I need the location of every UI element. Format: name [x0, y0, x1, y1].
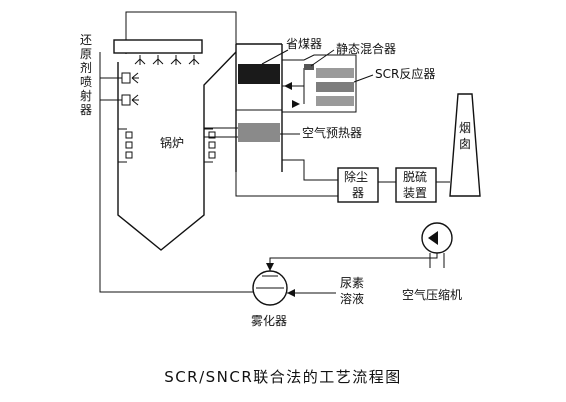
svg-text:尿素: 尿素	[340, 276, 364, 290]
scr-catalyst-layer-3	[316, 96, 354, 106]
dust-collector-box	[337, 167, 379, 203]
reductant-pipe	[99, 11, 268, 293]
desulfurization-label: 脱硫 装置	[403, 169, 427, 200]
economizer-block	[238, 64, 280, 84]
flow-arrow-out	[284, 82, 292, 90]
boiler-burners-left	[118, 128, 133, 163]
svg-text:溶液: 溶液	[340, 291, 364, 306]
static-mixer-label: 静态混合器	[336, 41, 396, 56]
flow-arrow-in	[292, 100, 300, 108]
scr-catalyst-layer-2	[316, 82, 354, 92]
svg-text:装置: 装置	[403, 186, 427, 200]
svg-text:器: 器	[80, 103, 92, 117]
chimney-label: 烟 囱	[459, 121, 471, 151]
svg-text:除尘: 除尘	[344, 169, 368, 184]
svg-text:烟: 烟	[459, 121, 471, 135]
scr-section	[282, 54, 357, 113]
air-preheater-label: 空气预热器	[302, 125, 362, 140]
air-preheater-block	[238, 123, 280, 142]
svg-text:剂: 剂	[80, 60, 92, 75]
nozzle-array-top	[134, 55, 200, 65]
static-mixer	[304, 64, 314, 70]
chimney	[449, 93, 481, 197]
atomizer-assembly	[252, 252, 438, 306]
economizer-label: 省煤器	[286, 37, 322, 51]
svg-text:还: 还	[80, 33, 92, 47]
svg-text:喷: 喷	[80, 75, 92, 89]
urea-feed-arrow	[287, 289, 295, 297]
air-compressor-label: 空气压缩机	[402, 287, 462, 302]
desulfurization-box	[395, 167, 437, 203]
boiler-label: 锅炉	[160, 135, 184, 150]
compressed-air-arrow	[266, 263, 274, 271]
flue-gas-path	[282, 93, 481, 203]
injector-header	[113, 39, 203, 54]
urea-solution-label: 尿素 溶液	[340, 276, 364, 306]
reductant-injector-label: 还 原 剂 喷 射 器	[80, 33, 92, 117]
nozzle-array-side	[100, 72, 139, 106]
svg-text:器: 器	[352, 186, 364, 200]
svg-text:原: 原	[80, 47, 92, 61]
dust-collector-label: 除尘 器	[344, 169, 368, 200]
atomizer-label: 雾化器	[251, 314, 287, 328]
scr-catalyst-layer-1	[316, 68, 354, 78]
svg-text:囱: 囱	[459, 137, 471, 151]
boiler-burners-right	[204, 128, 216, 163]
air-compressor	[421, 222, 453, 268]
figure-caption: SCR/SNCR联合法的工艺流程图	[164, 368, 402, 386]
exchanger-column	[204, 43, 338, 197]
scr-reactor-label: SCR反应器	[375, 66, 435, 81]
reductant-injector	[100, 39, 203, 106]
svg-text:射: 射	[80, 88, 92, 103]
boiler	[117, 51, 237, 251]
svg-text:脱硫: 脱硫	[403, 169, 427, 184]
